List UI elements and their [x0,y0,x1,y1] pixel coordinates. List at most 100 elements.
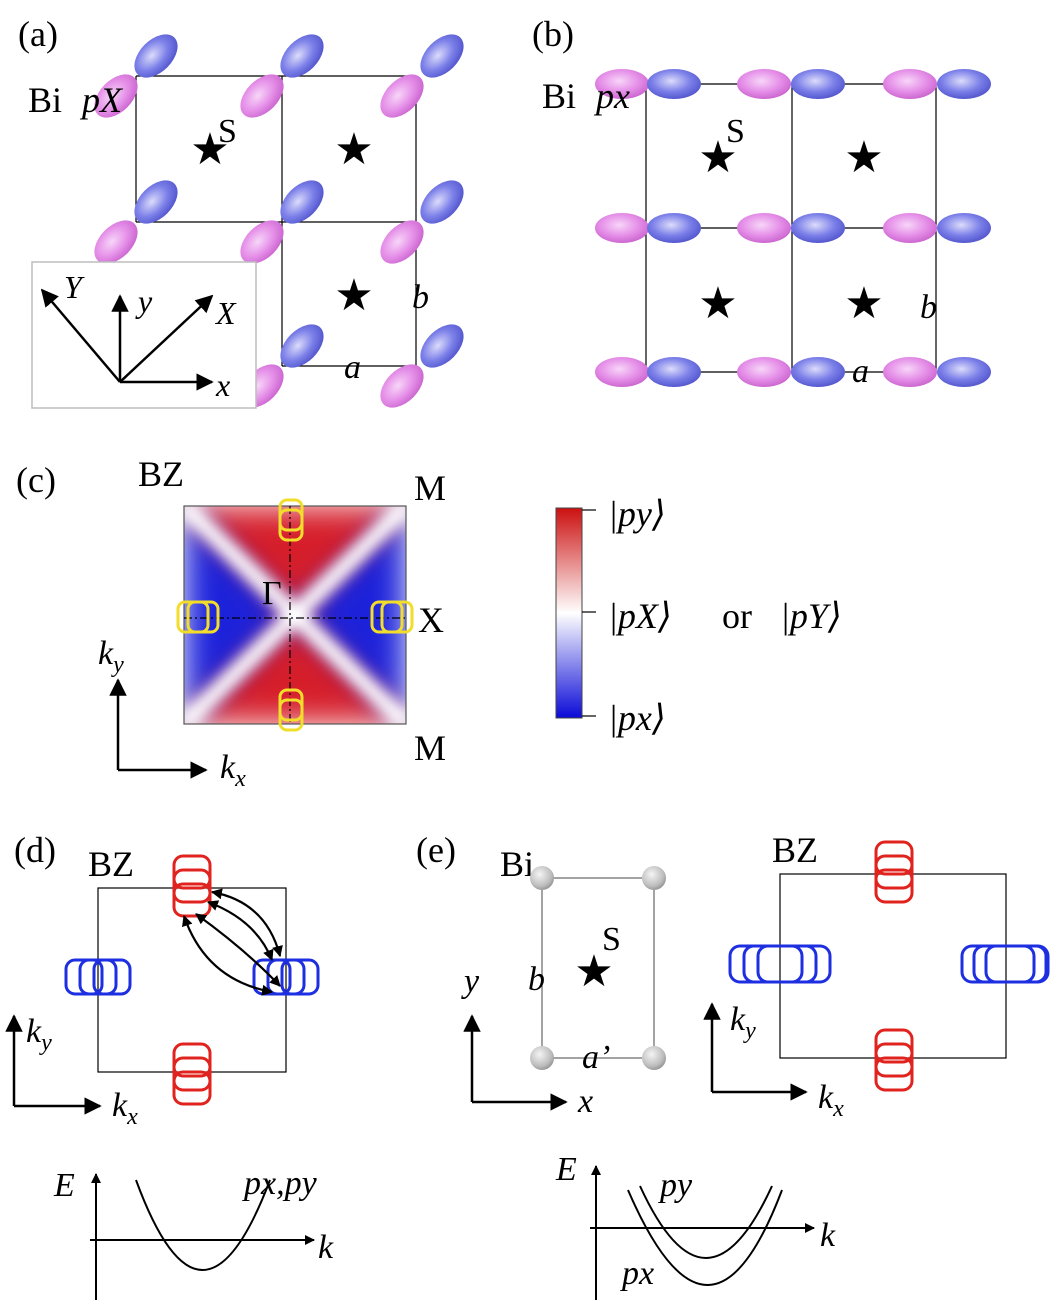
panel-c-label: (c) [16,460,56,500]
ky-label: ky [26,1013,52,1056]
panel-a-stars: ★ ★ ★ [190,125,373,320]
k-axes [703,1002,808,1101]
band-upper-label: py [658,1167,693,1204]
orbital-character-map [184,506,406,724]
orbital-lobe-blue [791,69,845,99]
ky-label: ky [730,1001,756,1044]
momentum-axis-label: k [820,1217,836,1254]
orbital-label: pX [79,80,124,120]
colorbar-top-label: |py⟩ [608,494,666,534]
orbital-lobe-blue [937,69,991,99]
orbital-lobe-pink [595,213,649,243]
bi-atom [530,1046,554,1070]
panel-d: (d) BZ ky kx [5,830,334,1300]
bz-axes-dashdot [184,506,406,724]
fermi-pockets-red [874,840,914,1092]
orbital-lobe-blue [647,357,701,387]
m-label-top: M [414,468,446,508]
panel-c: (c) BZ [16,454,842,792]
orbital-lobe-pink [380,364,424,408]
panel-b: (b) [532,14,991,390]
x-axis-label: x [577,1083,593,1120]
colorbar-middle-a: |pX⟩ [608,596,672,636]
nesting-arrows [182,888,283,996]
orbital-lobe-pink [737,357,791,387]
star-icon: ★ [190,125,229,174]
orbital-lobe-pink [240,74,284,118]
band-curve-upper [639,1185,773,1259]
orbital-lobe-blue [420,180,464,224]
lattice-b-label: b [412,279,429,316]
band-plot-axes [90,1173,315,1300]
orbital-lobe-pink [737,69,791,99]
orbital-lobe-blue [280,324,324,368]
orbital-lobe-pink [94,74,138,118]
orbital-lobe-blue [134,180,178,224]
orbital-lobe-blue [647,213,701,243]
ky-label: ky [98,635,124,678]
orbital-lobe-blue [791,357,845,387]
panel-a: (a) [18,14,464,409]
band-lower-label: px [620,1255,654,1292]
lattice-a-label: a’ [582,1039,610,1076]
colorbar-middle-or: or [722,596,752,636]
site-label: S [602,921,621,958]
bz-label: BZ [88,844,134,884]
panel-a-lattice-lines [135,75,417,367]
orbital-lobe-pink [737,213,791,243]
m-label-bottom: M [414,728,446,768]
colorbar [555,507,583,719]
star-icon: ★ [574,947,613,996]
panel-b-orbitals [595,69,991,387]
band-plot-axes [590,1165,815,1300]
fermi-pockets-blue [64,958,320,996]
orbital-lobe-pink [380,74,424,118]
k-axes [109,678,208,779]
band-curve [135,1179,271,1271]
bi-atom [530,866,554,890]
colorbar-bottom-label: |px⟩ [608,698,666,738]
fermi-pockets-red [172,854,212,1106]
momentum-axis-label: k [318,1229,334,1266]
orbital-lobe-pink [240,220,284,264]
gamma-label: Γ [262,575,282,612]
bi-atom [642,866,666,890]
k-axes [5,1014,102,1115]
orbital-lobe-pink [883,213,937,243]
star-icon: ★ [698,279,737,328]
band-curve-lower [627,1189,783,1286]
orbital-lobe-blue [280,34,324,78]
y-axis-label: y [461,963,480,1000]
bi-label: Bi [542,76,576,116]
axis-Y-label: Y [64,269,85,305]
bz-boundary [183,505,407,725]
colorbar-ticks [582,509,596,717]
kx-label: kx [818,1079,844,1122]
orbital-lobe-pink [883,69,937,99]
bi-atom [642,1046,666,1070]
lattice-b-label: b [528,961,545,998]
orbital-lobe-blue [937,357,991,387]
lattice-a-label: a [344,349,361,386]
site-label: S [726,113,745,150]
bz-label: BZ [772,830,818,870]
lattice-b-label: b [920,289,937,326]
orbital-label: px [593,76,630,116]
panel-b-label: (b) [532,14,574,54]
band-label: px,py [242,1165,318,1202]
bi-atoms [530,866,666,1070]
orbital-lobe-blue [280,180,324,224]
orbital-lobe-pink [595,357,649,387]
axis-X-label: X [214,295,237,331]
panel-b-stars: ★ ★ ★ ★ [698,133,883,328]
colorbar-middle-b: |pY⟩ [780,596,842,636]
kx-label: kx [112,1087,138,1130]
orbital-lobe-blue [420,34,464,78]
orbital-lobe-pink [595,69,649,99]
axis-x-label: x [215,367,230,403]
orbital-lobe-pink [380,220,424,264]
energy-axis-label: E [53,1167,75,1204]
energy-axis-label: E [555,1151,577,1188]
star-icon: ★ [844,279,883,328]
